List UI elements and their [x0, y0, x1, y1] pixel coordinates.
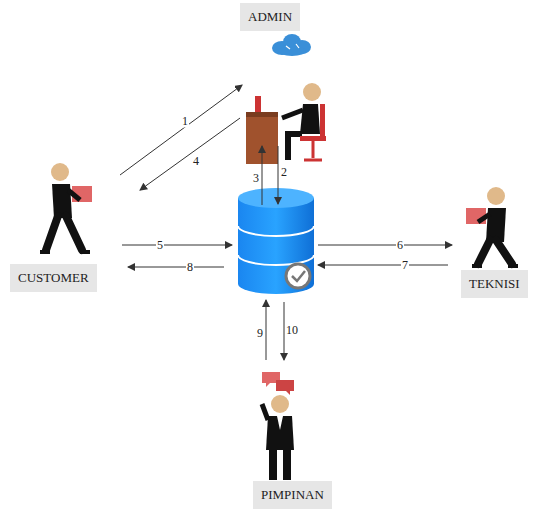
- callout-number: 9: [256, 327, 264, 340]
- actor-node: PIMPINAN: [250, 365, 336, 509]
- callout-number: 4: [192, 155, 200, 168]
- admin-figure: [246, 83, 326, 164]
- actor-node: ADMIN: [238, 3, 340, 165]
- database-icon: [238, 188, 314, 294]
- flow-connector: [140, 118, 240, 190]
- callout-number: 3: [252, 172, 260, 185]
- callout-number: 1: [181, 114, 189, 127]
- actor-node: CUSTOMER: [10, 150, 145, 292]
- callout-number: 8: [186, 261, 194, 274]
- actor-label: TEKNISI: [461, 270, 528, 298]
- cloud-icon: [272, 34, 311, 56]
- callout-number: 2: [280, 166, 288, 179]
- teknisi-figure: [466, 187, 518, 266]
- actor-label: PIMPINAN: [253, 481, 332, 509]
- customer-figure: [40, 163, 92, 252]
- callout-number: 5: [156, 239, 164, 252]
- actor-label: ADMIN: [240, 3, 300, 31]
- pimpinan-figure: [262, 372, 294, 480]
- callout-number: 6: [396, 239, 404, 252]
- flow-arrows: [122, 146, 452, 360]
- callout-number: 7: [401, 259, 409, 272]
- actor-node: TEKNISI: [455, 180, 542, 298]
- actor-label: CUSTOMER: [10, 264, 97, 292]
- callout-number: 10: [285, 324, 299, 337]
